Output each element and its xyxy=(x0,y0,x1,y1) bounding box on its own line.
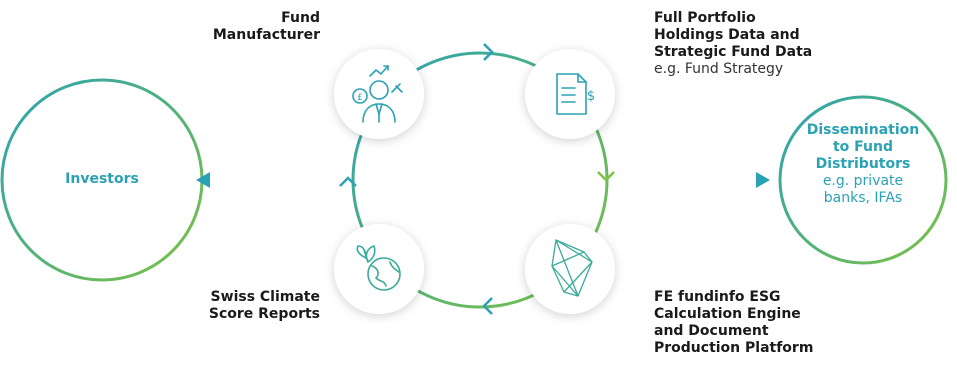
fund-manager-icon: £ xyxy=(352,65,403,123)
arrow-to-distributors xyxy=(660,172,770,188)
engine-line1: FE fundinfo ESG xyxy=(654,289,781,305)
engine-line3: and Document xyxy=(654,323,769,339)
portfolio-line1: Full Portfolio xyxy=(654,10,756,26)
invoice-document-icon: $ xyxy=(556,73,595,115)
dissemination-label: Dissemination to Fund Distributors e.g. … xyxy=(793,122,933,207)
arrow-to-investors xyxy=(196,172,300,188)
fund-manufacturer-line1: Fund xyxy=(281,10,320,26)
engine-label: FE fundinfo ESG Calculation Engine and D… xyxy=(654,289,864,357)
dissemination-sub2: banks, IFAs xyxy=(823,190,903,206)
svg-text:$: $ xyxy=(587,89,595,104)
dissemination-line3: Distributors xyxy=(815,156,911,172)
portfolio-label: Full Portfolio Holdings Data and Strateg… xyxy=(654,10,854,78)
reports-line1: Swiss Climate xyxy=(210,289,320,305)
portfolio-line2: Holdings Data and xyxy=(654,27,800,43)
node-fund-manufacturer: £ xyxy=(334,49,424,139)
polygon-network-icon xyxy=(551,239,593,297)
engine-line4: Production Platform xyxy=(654,340,814,356)
node-portfolio: $ xyxy=(525,49,615,139)
globe-plant-icon xyxy=(356,245,401,291)
dissemination-line1: Dissemination xyxy=(806,122,920,138)
investors-label: Investors xyxy=(42,171,162,188)
node-engine xyxy=(525,224,615,314)
chevron-down-icon xyxy=(597,171,615,182)
chevron-right-icon xyxy=(483,43,494,61)
fund-manufacturer-label: Fund Manufacturer xyxy=(160,10,320,44)
dissemination-circle xyxy=(778,95,948,265)
reports-label: Swiss Climate Score Reports xyxy=(150,289,320,323)
portfolio-line3: Strategic Fund Data xyxy=(654,44,813,60)
portfolio-sub: e.g. Fund Strategy xyxy=(654,61,784,77)
dissemination-line2: to Fund xyxy=(832,139,893,155)
dissemination-sub1: e.g. private xyxy=(822,173,904,189)
node-reports xyxy=(334,224,424,314)
fund-manufacturer-line2: Manufacturer xyxy=(212,27,320,43)
engine-line2: Calculation Engine xyxy=(654,306,801,322)
chevron-left-icon xyxy=(482,297,493,315)
svg-text:£: £ xyxy=(357,93,363,103)
chevron-up-icon xyxy=(339,176,357,187)
investors-text: Investors xyxy=(65,171,139,187)
reports-line2: Score Reports xyxy=(208,306,320,322)
